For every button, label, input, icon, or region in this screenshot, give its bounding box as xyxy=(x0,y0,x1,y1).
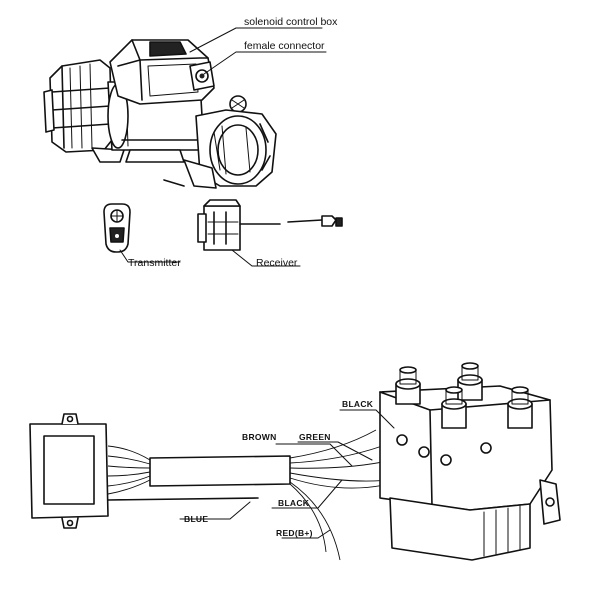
label-female-connector: female connector xyxy=(244,40,325,52)
wire-leaders xyxy=(179,409,395,539)
transmitter-icon xyxy=(103,203,181,263)
control-box-icon xyxy=(29,413,109,529)
label-receiver: Receiver xyxy=(256,257,298,269)
wire-label-blue: BLUE xyxy=(184,514,208,524)
wire-label-brown: BROWN xyxy=(242,432,277,442)
label-solenoid-control-box: solenoid control box xyxy=(244,16,338,28)
wire-label-black-top: BLACK xyxy=(342,399,374,409)
callout-leaders xyxy=(189,27,327,75)
receiver-icon xyxy=(197,199,343,267)
wire-label-green: GREEN xyxy=(299,432,331,442)
wire-harness xyxy=(107,429,421,561)
wire-label-red: RED(B+) xyxy=(276,528,313,538)
label-transmitter: Transmitter xyxy=(128,257,181,269)
solenoid-icon xyxy=(379,362,561,561)
wire-label-black-mid: BLACK xyxy=(278,498,310,508)
winch-icon xyxy=(43,39,277,189)
